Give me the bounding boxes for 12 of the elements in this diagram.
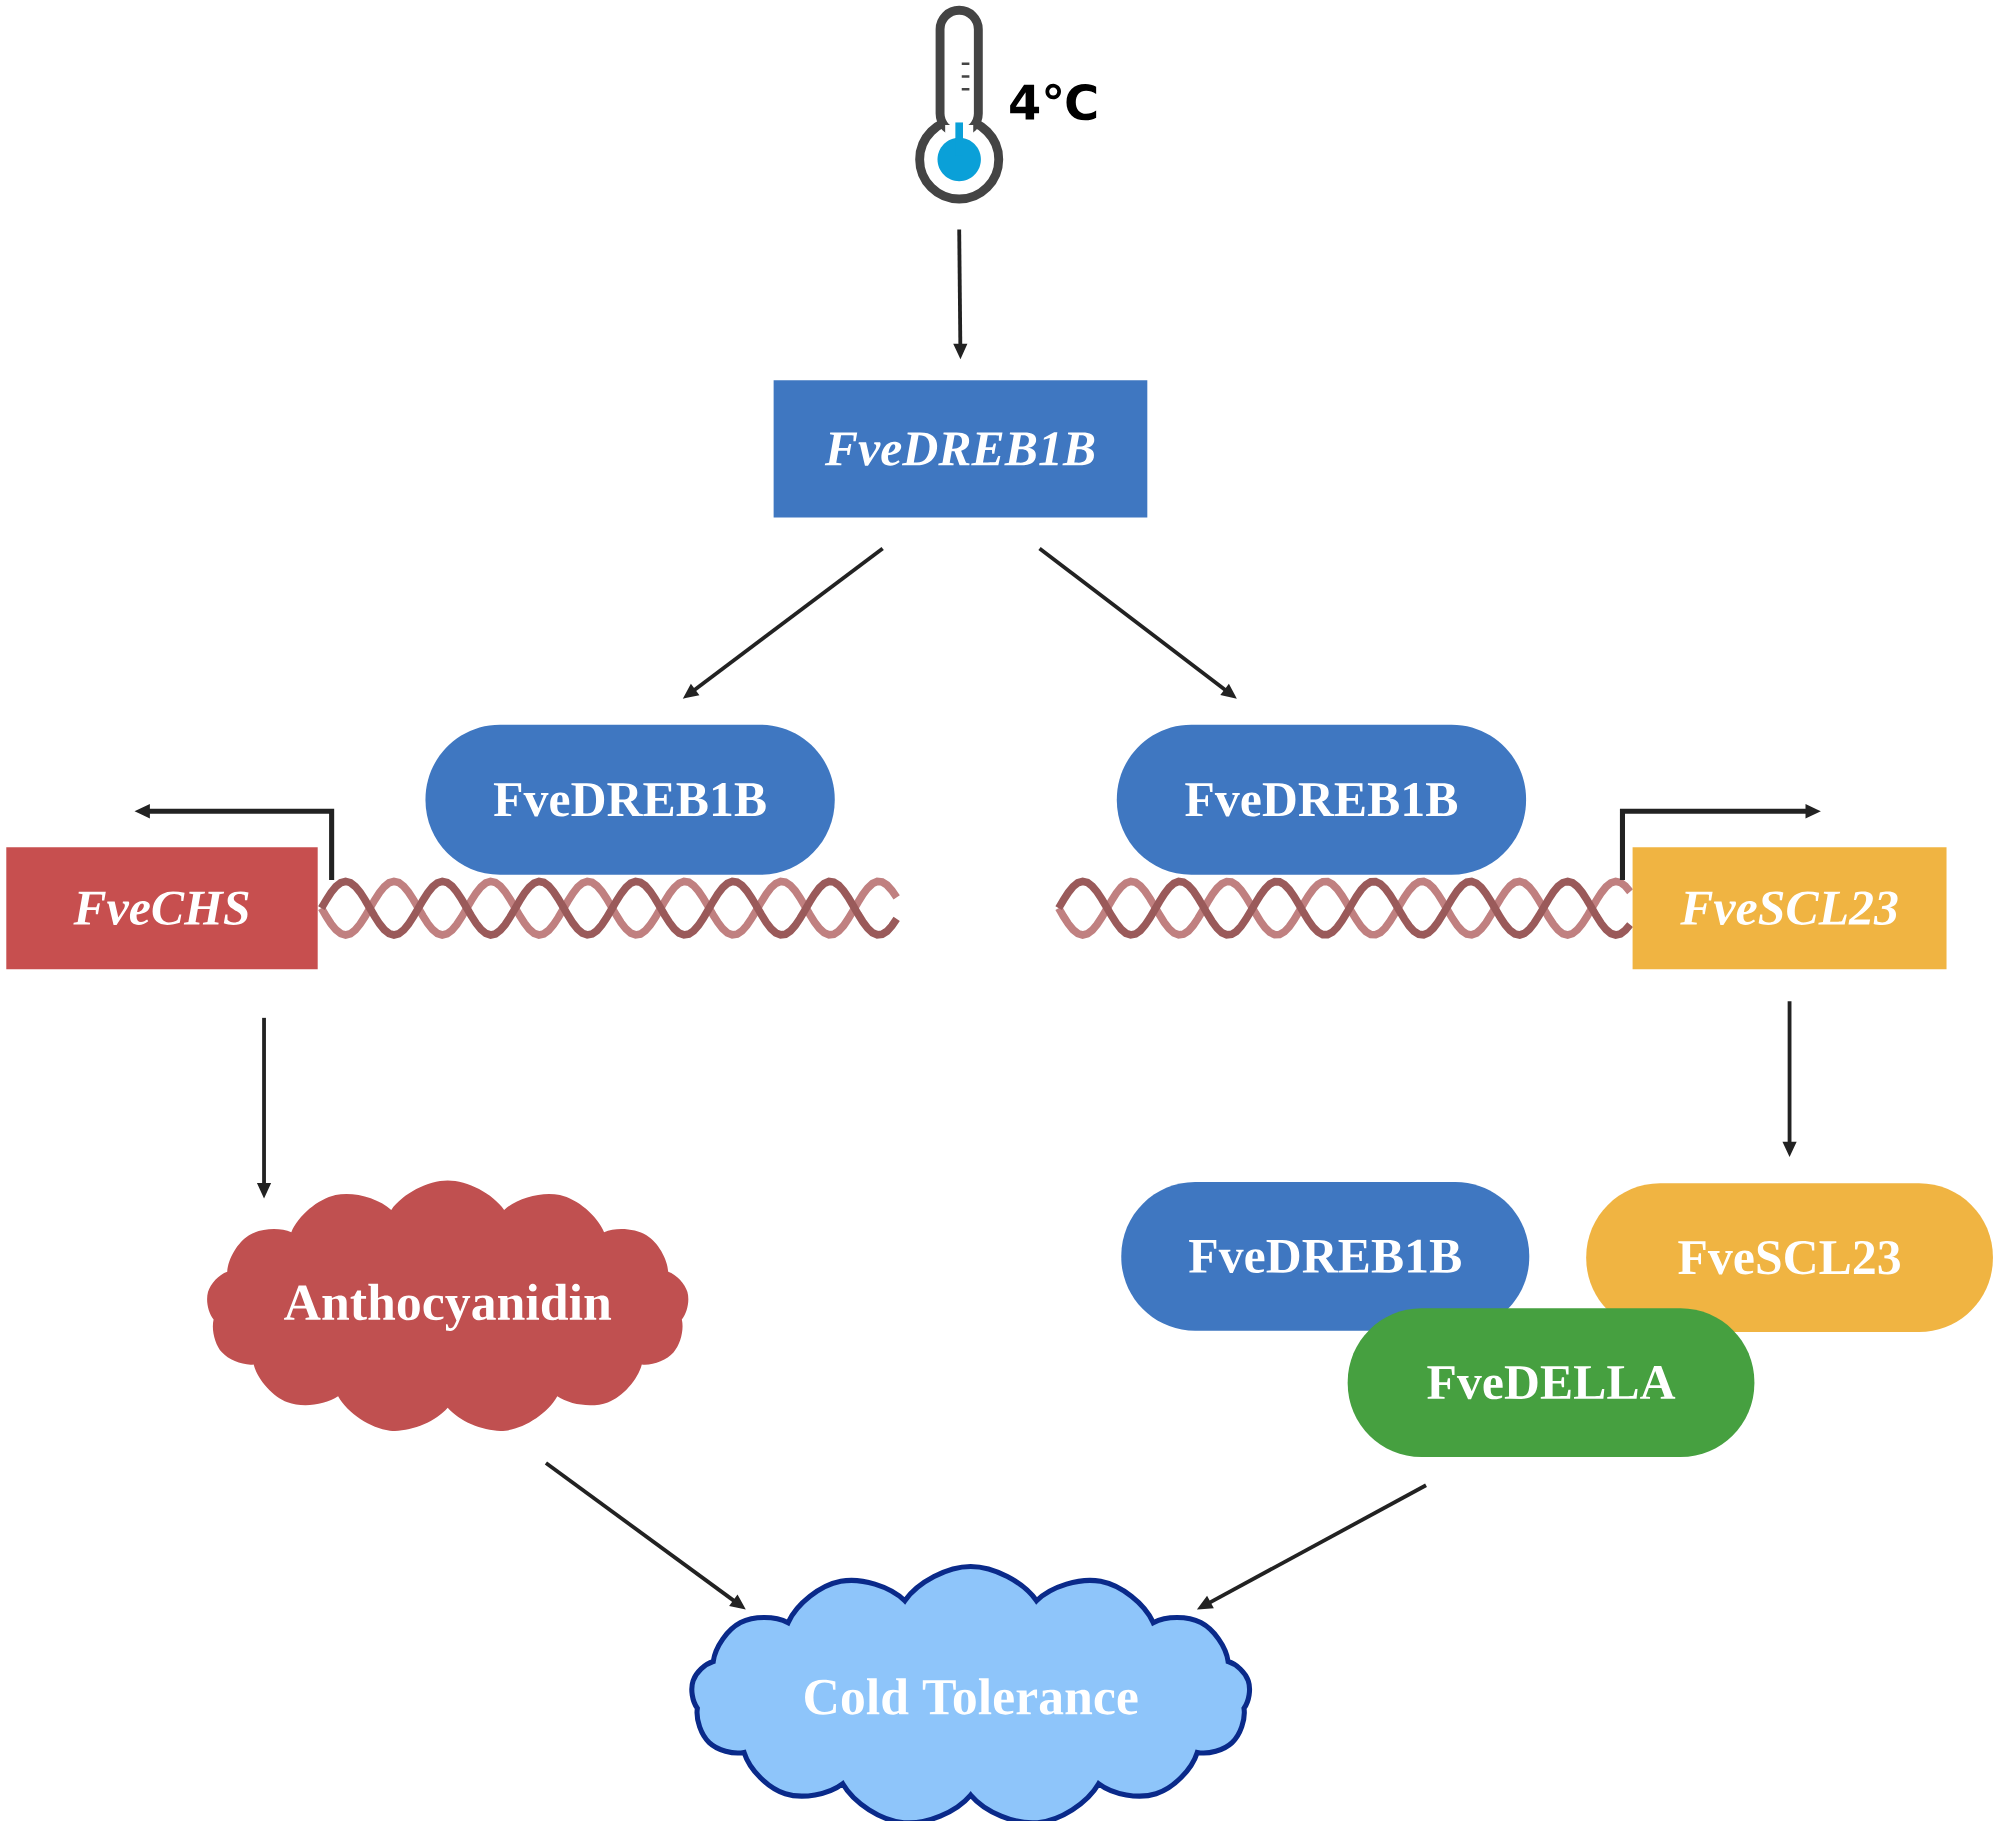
protein-pill: FveDREB1B (1121, 1181, 1530, 1331)
temperature-label: 4℃ (1010, 83, 1097, 121)
phenotype-cloud: Cold Tolerance (689, 1563, 1253, 1821)
gene-box: FveCHS (6, 846, 318, 969)
gene-box: FveSCL23 (1632, 846, 1947, 969)
thermometer-icon (915, 5, 1004, 204)
metabolite-cloud: Anthocyanidin (207, 1180, 689, 1431)
protein-pill: FveSCL23 (1586, 1183, 1993, 1332)
protein-pill: FveDELLA (1347, 1308, 1755, 1457)
gene-box: FveDREB1B (773, 380, 1148, 518)
protein-pill: FveDREB1B (425, 724, 835, 875)
protein-pill: FveDREB1B (1116, 724, 1527, 875)
